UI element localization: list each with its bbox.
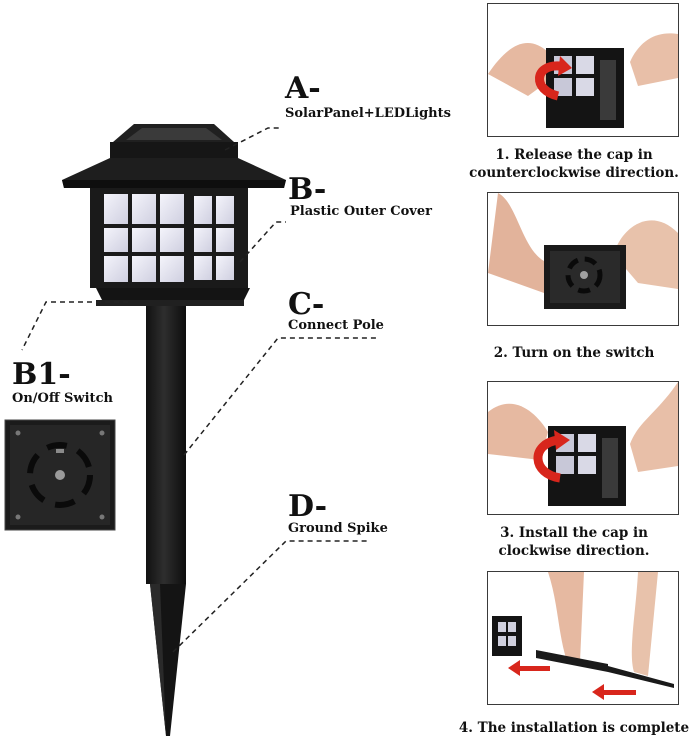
switch-closeup-image: [4, 419, 116, 531]
leader-line-c: [183, 337, 378, 456]
rotate-clockwise-arrow-icon: [533, 435, 562, 483]
direction-arrow-icon: [508, 660, 636, 700]
step-1-caption-line2: counterclockwise direction.: [469, 165, 679, 181]
step-4-caption-line1: 4. The installation is complete: [458, 720, 690, 736]
callout-b1-letter: B1-: [12, 357, 71, 392]
lamp-base: [96, 288, 250, 306]
ground-spike: [150, 584, 186, 736]
lamp-illustration: [21, 124, 378, 736]
leader-line-b1: [21, 301, 128, 351]
lamp-roof: [62, 158, 286, 188]
step-2-image: [487, 192, 679, 326]
callout-d-letter: D-: [288, 489, 328, 524]
callout-a-text: SolarPanel+LEDLights: [285, 106, 451, 121]
step-4-image: [487, 571, 679, 705]
callout-b1-text: On/Off Switch: [12, 391, 113, 406]
connect-pole: [146, 306, 186, 584]
lamp-outer-cover: [90, 188, 248, 288]
callout-c-letter: C-: [288, 287, 325, 322]
step-3-caption-line1: 3. Install the cap in: [500, 525, 648, 541]
step-3-caption-line2: clockwise direction.: [498, 543, 650, 559]
power-switch-icon: [55, 470, 65, 480]
step-1-caption-line1: 1. Release the cap in: [495, 147, 653, 163]
step-3-caption: 3. Install the cap in clockwise directio…: [458, 524, 690, 560]
step-2-caption: 2. Turn on the switch: [458, 344, 690, 362]
callout-b-letter: B-: [288, 172, 327, 207]
callout-b-text: Plastic Outer Cover: [290, 204, 432, 219]
switch-button-icon: [580, 271, 588, 279]
step-4-caption: 4. The installation is complete: [458, 719, 690, 737]
solar-panel: [110, 124, 238, 158]
rotate-arrow-icon: [535, 61, 561, 101]
leader-line-d: [172, 540, 370, 653]
leader-line-a: [224, 127, 282, 151]
step-1-image: [487, 3, 679, 137]
step-1-caption: 1. Release the cap in counterclockwise d…: [458, 146, 690, 182]
callout-d-text: Ground Spike: [288, 521, 388, 536]
callout-a-letter: A-: [285, 71, 321, 106]
step-2-caption-line1: 2. Turn on the switch: [493, 345, 655, 361]
callout-c-text: Connect Pole: [288, 318, 384, 333]
step-3-image: [487, 381, 679, 515]
